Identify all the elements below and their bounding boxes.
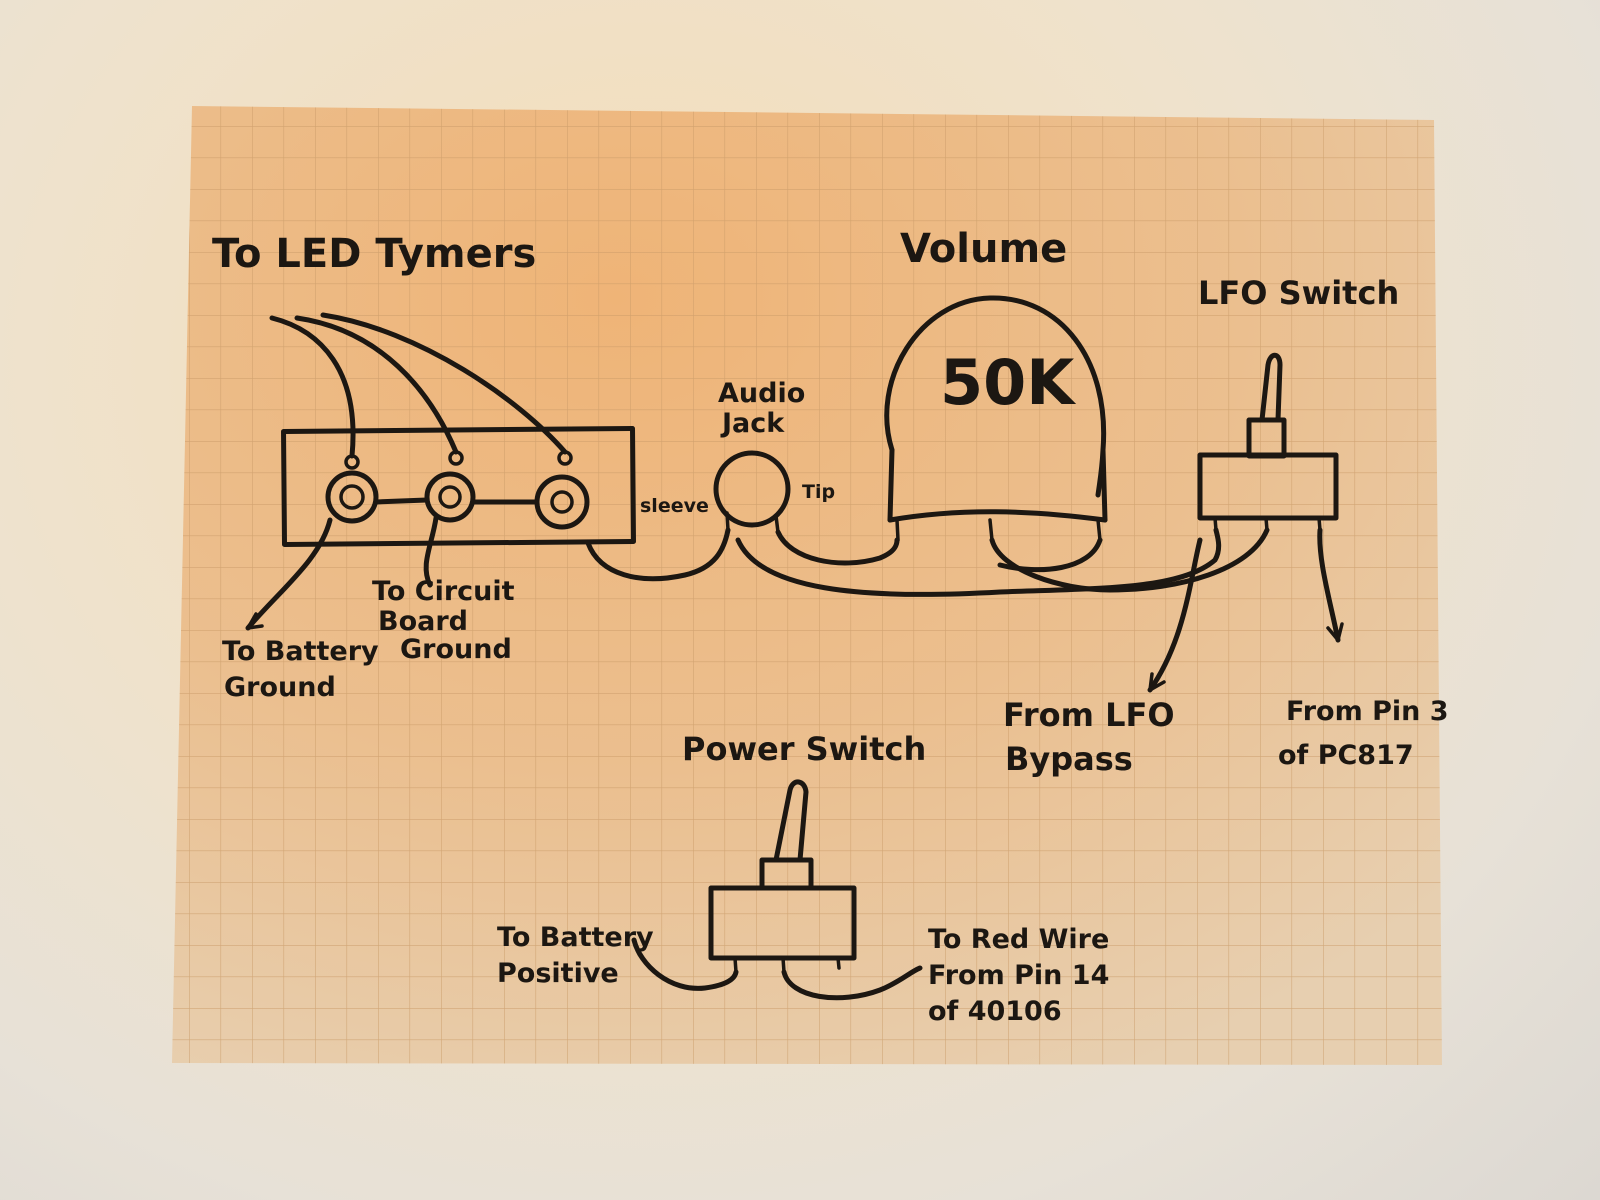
volume-value: 50K <box>940 346 1076 419</box>
led-socket-board <box>281 425 636 548</box>
lfo-switch-label: LFO Switch <box>1198 274 1399 312</box>
audio-jack-icon <box>713 450 791 534</box>
pin3-label-1: From Pin 3 <box>1286 696 1449 727</box>
battery-ground-label-2: Ground <box>224 672 336 703</box>
lfo-bypass-label-2: Bypass <box>1005 740 1133 778</box>
power-wires <box>631 937 923 1001</box>
lfo-bypass-label-1: From LFO <box>1003 696 1175 734</box>
toggle-switch-icon <box>1197 352 1339 532</box>
tip-label: Tip <box>802 481 835 503</box>
sleeve-label: sleeve <box>640 495 709 517</box>
toggle-switch-icon <box>708 779 857 974</box>
audio-jack-label-1: Audio <box>718 378 805 409</box>
led-socket-icon <box>325 454 379 524</box>
power-switch-label: Power Switch <box>682 730 926 768</box>
red-wire-label-1: To Red Wire <box>928 924 1109 955</box>
battery-positive-label-2: Positive <box>497 958 619 989</box>
volume-title: Volume <box>900 226 1067 272</box>
battery-positive-label-1: To Battery <box>497 922 654 953</box>
signal-wires <box>585 527 1344 693</box>
potentiometer-icon <box>884 295 1108 542</box>
pin3-label-2: of PC817 <box>1278 740 1414 771</box>
audio-jack-label-2: Jack <box>720 408 785 439</box>
led-socket-icon <box>424 450 476 523</box>
battery-ground-label-1: To Battery <box>222 636 379 667</box>
led-timers-label: To LED Tymers <box>212 231 536 277</box>
ground-wires <box>245 515 439 631</box>
red-wire-label-3: of 40106 <box>928 996 1062 1027</box>
labels: To LED Tymers Volume 50K LFO Switch Audi… <box>212 226 1449 1027</box>
led-timer-wires <box>269 312 568 459</box>
circuit-ground-label-2: Board <box>378 606 468 637</box>
circuit-ground-label-3: Ground <box>400 634 512 665</box>
red-wire-label-2: From Pin 14 <box>928 960 1109 991</box>
circuit-ground-label-1: To Circuit <box>372 576 515 607</box>
